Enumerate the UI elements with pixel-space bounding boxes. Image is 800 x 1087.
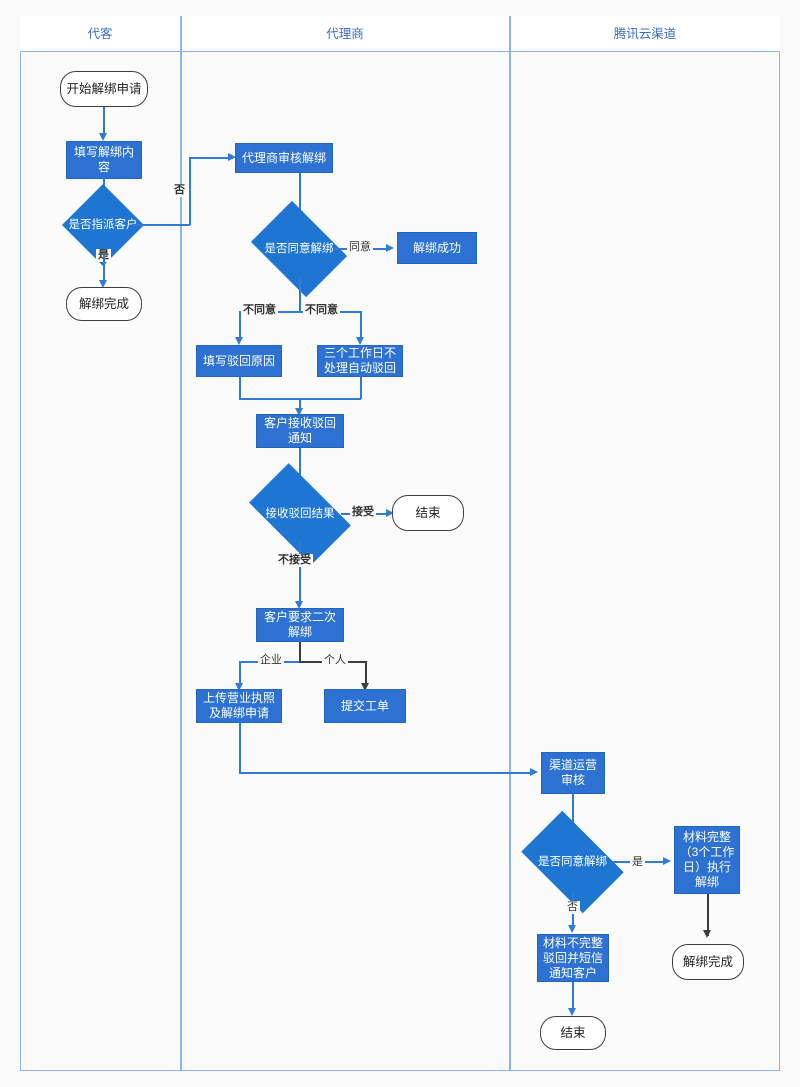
node-fill-reject-reason[interactable]: 填写驳回原因 — [196, 345, 282, 377]
lane-divider-1 — [180, 16, 182, 1071]
edge-disagree-right-v — [360, 311, 362, 341]
node-reject-result[interactable]: 接收驳回结果 — [249, 463, 351, 565]
edge-reject-merge-arrow — [295, 408, 303, 416]
node-second-unbind[interactable]: 客户要求二次解绑 — [256, 608, 344, 642]
edge-upload-to-channel-h — [239, 772, 533, 774]
node-assigned-customer[interactable]: 是否指派客户 — [61, 183, 145, 267]
edge-assign-no-h2 — [189, 157, 233, 159]
edge-individual-arrow — [361, 683, 369, 691]
edge-notice-to-result — [299, 448, 301, 483]
node-submit-ticket[interactable]: 提交工单 — [324, 689, 406, 723]
node-agent-agree-label: 是否同意解绑 — [264, 243, 334, 255]
node-customer-notice[interactable]: 客户接收驳回通知 — [256, 414, 344, 448]
edge-material-to-done — [707, 894, 709, 936]
edge-assign-no-h1 — [132, 224, 190, 226]
edge-not-accept-v — [299, 542, 301, 606]
node-channel-review[interactable]: 渠道运营审核 — [541, 752, 605, 794]
edge-assign-yes-arrow — [99, 280, 107, 288]
edge-channel-yes-arrow — [663, 857, 671, 865]
edge-reject-merge-v1 — [239, 377, 241, 399]
edge-label-not-accept: 不接受 — [276, 554, 313, 567]
node-agent-review[interactable]: 代理商审核解绑 — [235, 143, 333, 173]
edge-disagree-split — [239, 311, 361, 313]
node-assigned-customer-label: 是否指派客户 — [68, 219, 138, 231]
edge-assign-no-arrow — [228, 153, 236, 161]
node-channel-agree-label: 是否同意解绑 — [538, 856, 607, 868]
edge-second-split-down — [299, 642, 301, 662]
edge-channel-no-arrow — [568, 925, 576, 933]
edge-disagree-right-arrow — [356, 337, 364, 345]
lane-title-customer: 代客 — [87, 27, 113, 41]
node-end-middle[interactable]: 结束 — [392, 495, 464, 531]
node-end-right[interactable]: 结束 — [540, 1016, 606, 1050]
edge-label-individual: 个人 — [322, 654, 348, 667]
swimlane-frame — [20, 16, 780, 1071]
node-agent-agree[interactable]: 是否同意解绑 — [250, 200, 348, 298]
edge-label-disagree-right: 不同意 — [303, 304, 340, 317]
node-reject-result-label: 接收驳回结果 — [265, 508, 335, 520]
swimlane-header-band — [20, 16, 780, 52]
edge-enterprise-arrow — [235, 683, 243, 691]
node-unbind-success[interactable]: 解绑成功 — [397, 232, 477, 264]
edge-agree-down — [299, 278, 301, 312]
edge-disagree-left-v — [239, 311, 241, 341]
edge-reject-merge-v2 — [360, 377, 362, 399]
edge-label-enterprise: 企业 — [258, 654, 284, 667]
edge-enterprise-v — [239, 661, 241, 687]
node-start-apply[interactable]: 开始解绑申请 — [60, 71, 148, 107]
node-material-complete[interactable]: 材料完整（3个工作日）执行解绑 — [674, 826, 740, 894]
edge-disagree-left-arrow — [235, 337, 243, 345]
edge-material-to-done-arrow — [703, 930, 711, 938]
node-upload-license[interactable]: 上传营业执照及解绑申请 — [196, 689, 282, 723]
node-channel-agree[interactable]: 是否同意解绑 — [521, 810, 624, 914]
edge-label-disagree-left: 不同意 — [241, 304, 278, 317]
node-fill-content[interactable]: 填写解绑内容 — [66, 141, 142, 179]
edge-label-no-channel: 否 — [565, 901, 580, 914]
node-unbind-done-right[interactable]: 解绑完成 — [672, 944, 744, 980]
node-unbind-done-left[interactable]: 解绑完成 — [66, 287, 142, 321]
edge-label-accept: 接受 — [350, 506, 376, 519]
edge-start-to-fill-arrow — [99, 133, 107, 141]
edge-agree-arrow — [386, 244, 394, 252]
node-material-incomplete[interactable]: 材料不完整驳回并短信通知客户 — [537, 934, 609, 982]
edge-assign-yes — [103, 254, 105, 284]
edge-accept-arrow — [386, 509, 394, 517]
lane-divider-2 — [509, 16, 511, 1071]
edge-start-to-fill — [103, 107, 105, 137]
edge-incomplete-to-end — [572, 982, 574, 1012]
lane-title-tencent: 腾讯云渠道 — [613, 27, 677, 41]
edge-label-agree: 同意 — [347, 241, 373, 254]
edge-upload-to-channel-v — [239, 723, 241, 773]
edge-reject-merge-down — [299, 398, 301, 412]
edge-not-accept-arrow — [295, 601, 303, 609]
edge-label-yes-channel: 是 — [630, 856, 645, 869]
edge-upload-to-channel-arrow — [530, 768, 538, 776]
edge-channel-to-agree — [572, 794, 574, 828]
node-auto-reject[interactable]: 三个工作日不处理自动驳回 — [317, 345, 403, 377]
edge-label-no-assign: 否 — [172, 184, 187, 197]
edge-individual-v — [365, 661, 367, 687]
edge-review-to-agree — [299, 173, 301, 215]
lane-title-agent: 代理商 — [326, 27, 364, 41]
edge-assign-no-v — [189, 157, 191, 225]
edge-incomplete-to-end-arrow — [568, 1008, 576, 1016]
